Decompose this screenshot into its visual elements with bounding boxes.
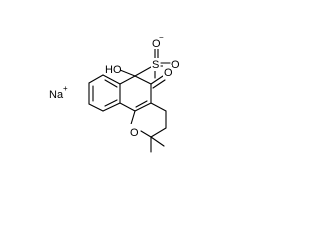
benzene-ring bbox=[88, 74, 121, 112]
substituent-bonds bbox=[119, 48, 171, 79]
ring-oxygen-label: O bbox=[130, 127, 139, 139]
gem-dimethyl bbox=[150, 136, 165, 153]
ketone-bond bbox=[150, 75, 166, 89]
sodium-charge-label: + bbox=[63, 84, 68, 93]
molecule-diagram: HO S O − O O O Na + bbox=[49, 33, 180, 153]
ketone-oxygen-label: O bbox=[164, 67, 173, 79]
hydroxyl-label: HO bbox=[105, 64, 122, 76]
sodium-counterion: Na + bbox=[49, 84, 68, 101]
structure-svg: HO S O − O O O Na + bbox=[49, 33, 180, 153]
sulfonate-oxygen-top-label: O bbox=[152, 38, 161, 50]
central-ring bbox=[119, 75, 152, 112]
sodium-symbol-label: Na bbox=[49, 89, 64, 101]
sulfonate-oxygen-right-label: O bbox=[171, 59, 180, 71]
sulfonate-charge-label: − bbox=[159, 33, 164, 42]
sulfur-label: S bbox=[152, 59, 159, 71]
atom-labels: HO S O − O O O bbox=[104, 33, 180, 139]
